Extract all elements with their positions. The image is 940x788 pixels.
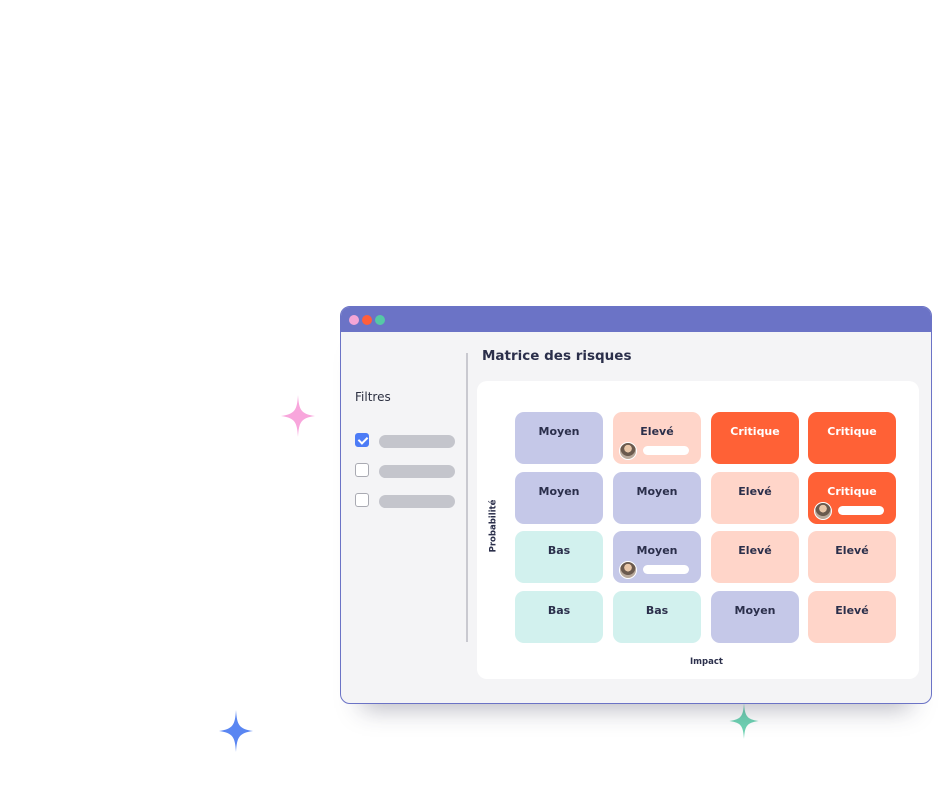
risk-cell-label: Elevé	[640, 425, 674, 438]
risk-cell[interactable]: Critique	[808, 412, 896, 464]
risk-cell[interactable]: Elevé	[808, 531, 896, 583]
app-window: Filtres Matrice des risques Probabilité …	[340, 306, 932, 704]
y-axis-label: Probabilité	[488, 499, 499, 553]
assignee-name-placeholder	[838, 506, 884, 515]
filters-sidebar: Filtres	[341, 332, 467, 703]
assignee-name-placeholder	[643, 446, 689, 455]
sparkle-green-icon	[729, 703, 759, 739]
avatar	[619, 561, 637, 579]
filter-checkbox[interactable]	[355, 493, 369, 507]
risk-cell[interactable]: Bas	[515, 531, 603, 583]
risk-cell[interactable]: Elevé	[711, 531, 799, 583]
filter-label-placeholder	[379, 435, 455, 448]
risk-cell-label: Bas	[645, 604, 669, 617]
risk-cell-label: Critique	[827, 485, 877, 498]
risk-cell[interactable]: Moyen	[711, 591, 799, 643]
window-titlebar	[341, 307, 931, 332]
risk-cell-label: Critique	[827, 425, 877, 438]
avatar	[814, 502, 832, 520]
risk-cell-label: Elevé	[738, 544, 772, 557]
risk-cell-label: Moyen	[636, 544, 678, 557]
sidebar-divider	[466, 353, 468, 642]
filter-checkbox-checked[interactable]	[355, 433, 369, 447]
risk-cell[interactable]: Moyen	[515, 412, 603, 464]
risk-cell-label: Elevé	[835, 544, 869, 557]
filter-checkbox[interactable]	[355, 463, 369, 477]
risk-cell-label: Critique	[730, 425, 780, 438]
page-title: Matrice des risques	[482, 348, 632, 364]
filter-row[interactable]	[355, 492, 457, 510]
window-dot-red[interactable]	[362, 315, 372, 325]
assignee-name-placeholder	[643, 565, 689, 574]
risk-cell-label: Moyen	[538, 425, 580, 438]
risk-cell-label: Moyen	[538, 485, 580, 498]
risk-cell[interactable]: Elevé	[808, 591, 896, 643]
risk-cell-label: Elevé	[835, 604, 869, 617]
window-dot-pink[interactable]	[349, 315, 359, 325]
avatar	[619, 442, 637, 460]
filter-row[interactable]	[355, 462, 457, 480]
risk-cell[interactable]: Bas	[515, 591, 603, 643]
risk-cell-label: Bas	[547, 544, 571, 557]
risk-cell[interactable]: Critique	[711, 412, 799, 464]
x-axis-label: Impact	[690, 657, 723, 667]
filter-row[interactable]	[355, 432, 457, 450]
risk-cell-label: Moyen	[636, 485, 678, 498]
risk-cell[interactable]: Moyen	[613, 531, 701, 583]
risk-cell[interactable]: Critique	[808, 472, 896, 524]
window-dot-green[interactable]	[375, 315, 385, 325]
sparkle-pink-icon	[281, 395, 315, 437]
risk-cell-label: Bas	[547, 604, 571, 617]
sparkle-blue-icon	[219, 710, 253, 752]
risk-cell-label: Elevé	[738, 485, 772, 498]
risk-cell[interactable]: Moyen	[613, 472, 701, 524]
filter-label-placeholder	[379, 465, 455, 478]
risk-cell[interactable]: Elevé	[613, 412, 701, 464]
filters-title: Filtres	[355, 390, 391, 404]
risk-cell[interactable]: Bas	[613, 591, 701, 643]
risk-cell[interactable]: Moyen	[515, 472, 603, 524]
filter-label-placeholder	[379, 495, 455, 508]
risk-cell-label: Moyen	[734, 604, 776, 617]
risk-cell[interactable]: Elevé	[711, 472, 799, 524]
